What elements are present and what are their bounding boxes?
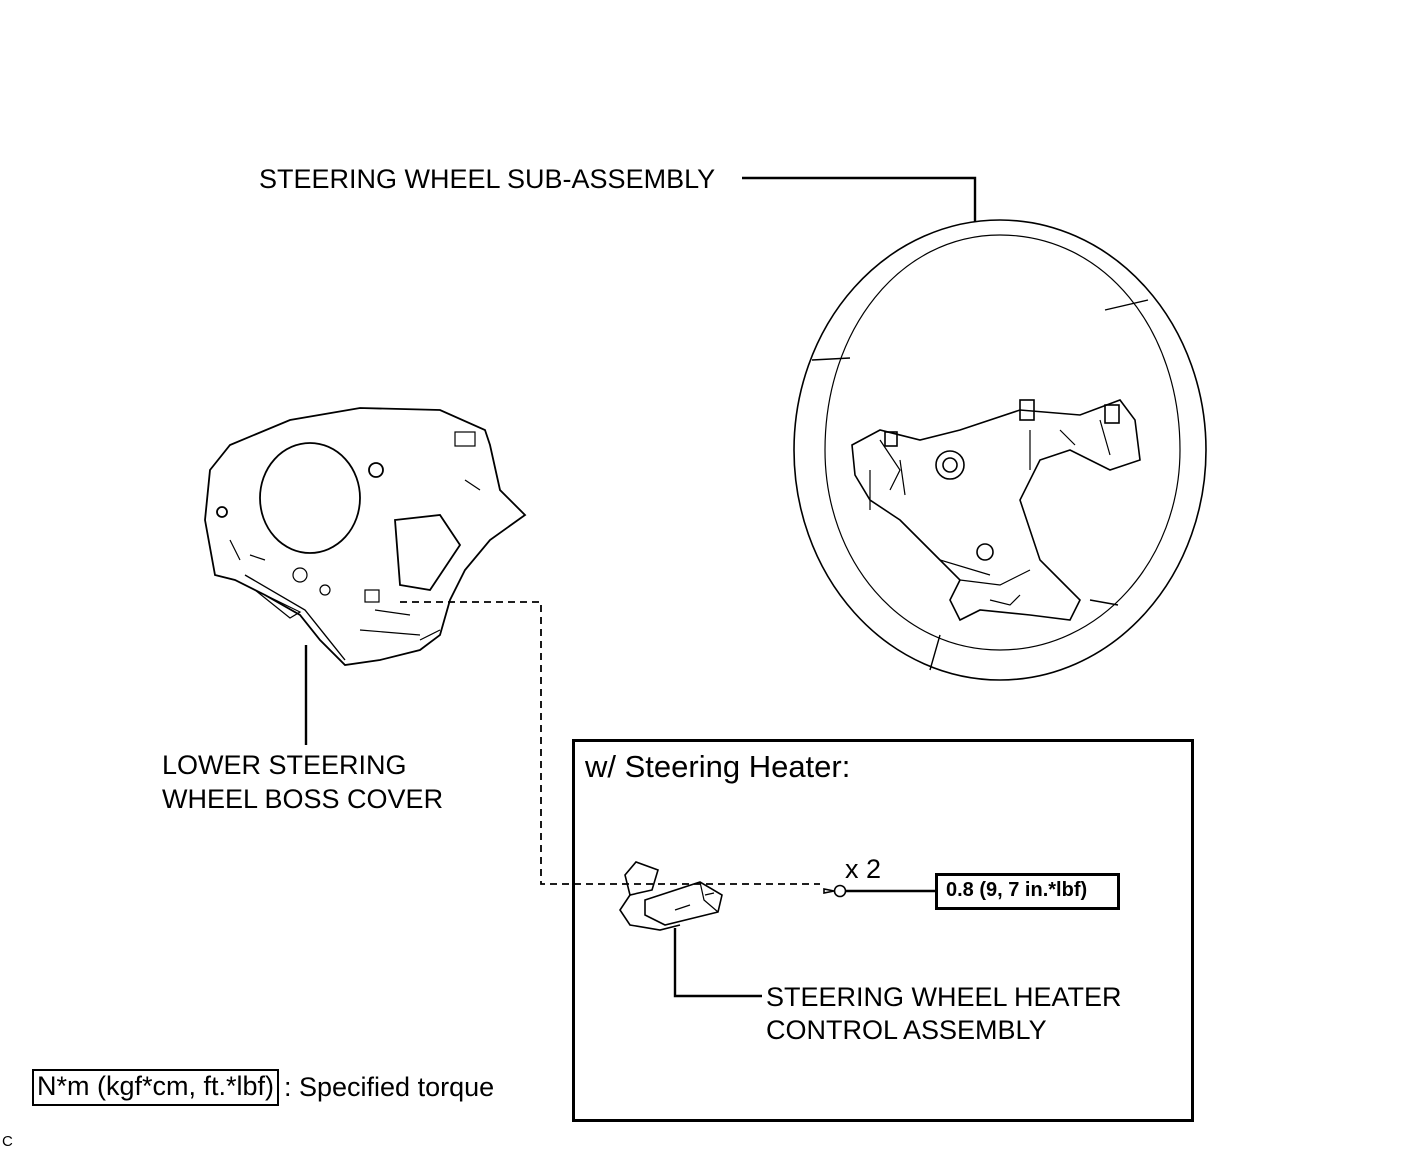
- heater-label-line2: CONTROL ASSEMBLY: [766, 1015, 1047, 1045]
- quantity-label: x 2: [845, 854, 882, 884]
- boss-cover-label-line1: LOWER STEERING: [162, 750, 407, 780]
- wheel-leader-line: [742, 176, 977, 222]
- heater-leader-line: [673, 928, 762, 998]
- torque-legend-text: : Specified torque: [284, 1072, 495, 1102]
- steering-heater-inset: [572, 739, 1194, 1122]
- heater-label-line1: STEERING WHEEL HEATER: [766, 982, 1122, 1012]
- heater-inset-title: w/ Steering Heater:: [585, 749, 851, 784]
- boss-cover-drawing: [204, 407, 527, 666]
- torque-spec-box: 0.8 (9, 7 in.*lbf): [935, 873, 1120, 910]
- heater-control-drawing: [619, 861, 723, 931]
- boss-cover-label-line2: WHEEL BOSS COVER: [162, 784, 444, 814]
- connection-dashed-line: [400, 601, 820, 885]
- torque-legend-box: N*m (kgf*cm, ft.*lbf): [32, 1069, 280, 1106]
- wheel-label: STEERING WHEEL SUB-ASSEMBLY: [259, 164, 716, 194]
- steering-wheel-drawing: [793, 219, 1207, 681]
- corner-mark: C: [2, 1133, 13, 1150]
- screw-icon: [823, 884, 847, 898]
